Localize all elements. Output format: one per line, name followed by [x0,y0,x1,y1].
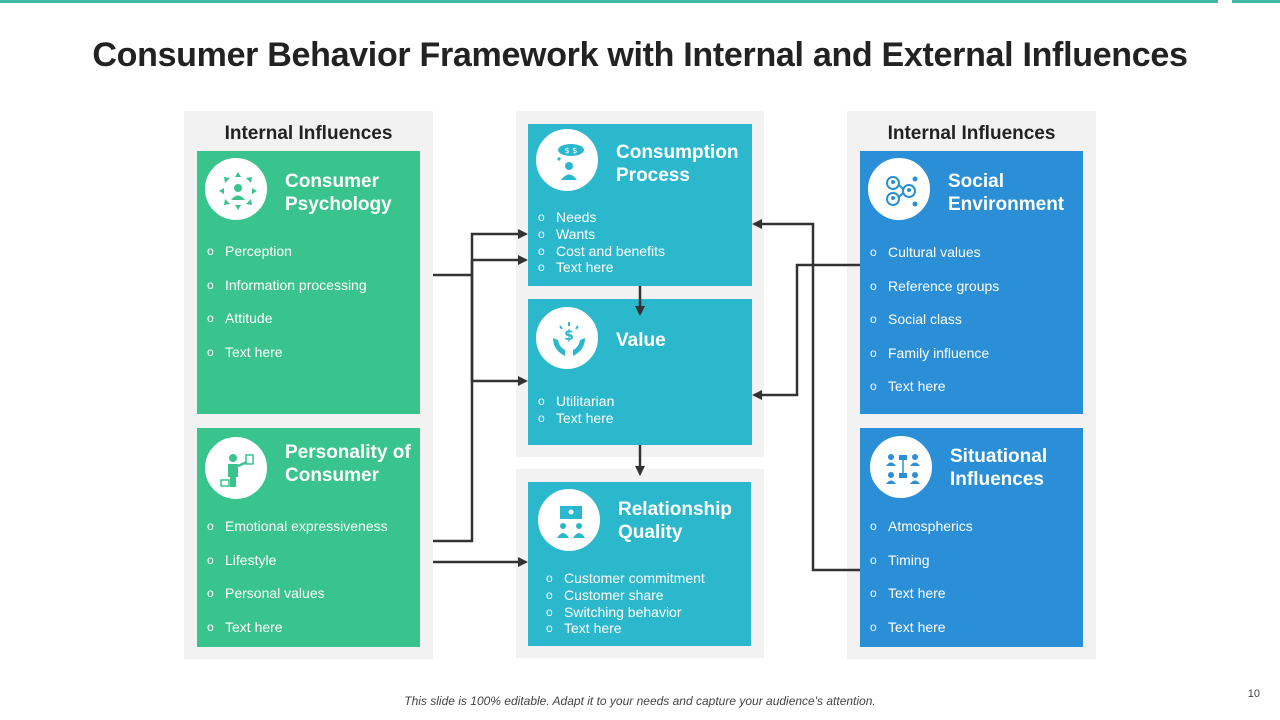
arrow-social-to-value [752,263,860,400]
slide-title: Consumer Behavior Framework with Interna… [92,36,1188,74]
list-item: Switching behavior [546,604,746,621]
card-value: $ Value Utilitarian Text here [528,299,752,445]
top-accent-bar [0,0,1218,3]
arrow-situational-to-consumption [752,219,860,572]
brain-arrows-icon [205,158,267,220]
arrow-psychology-to-consumption [433,229,528,277]
social-network-icon [868,158,930,220]
card-consumer-psychology: Consumer Psychology Perception Informati… [197,151,420,414]
team-meeting-icon [538,489,600,551]
list-item: Wants [538,226,743,243]
bullet-list: Needs Wants Cost and benefits Text here [538,209,743,276]
list-item: Text here [870,378,1075,412]
list-item: Utilitarian [538,393,743,410]
list-item: Timing [870,552,1075,586]
list-item: Cultural values [870,244,1075,278]
thinking-person-icon: $ $ [536,129,598,191]
arrow-personality-to-consumption [433,260,474,543]
list-item: Text here [207,619,412,653]
bullet-list: Emotional expressiveness Lifestyle Perso… [207,518,412,652]
page-number: 10 [1247,688,1260,700]
bullet-list: Customer commitment Customer share Switc… [546,570,746,637]
list-item: Social class [870,311,1075,345]
bullet-list: Atmospherics Timing Text here Text here [870,518,1075,652]
list-item: Text here [538,259,743,276]
list-item: Customer share [546,587,746,604]
list-item: Text here [538,410,743,427]
list-item: Family influence [870,345,1075,379]
left-panel-heading: Internal Influences [224,123,393,144]
list-item: Cost and benefits [538,243,743,260]
list-item: Attitude [207,310,412,344]
right-panel-heading: Internal Influences [887,123,1056,144]
list-item: Lifestyle [207,552,412,586]
list-item: Reference groups [870,278,1075,312]
svg-text:$: $ [564,328,574,344]
card-title: Value [616,330,666,351]
list-item: Emotional expressiveness [207,518,412,552]
card-title: Social Environment [948,171,1065,215]
hands-dollar-icon: $ [536,307,598,369]
list-item: Text here [207,344,412,378]
bullet-list: Utilitarian Text here [538,393,743,427]
list-item: Text here [546,620,746,637]
card-title: Relationship Quality [618,499,733,543]
list-item: Text here [870,619,1075,653]
bullet-list: Cultural values Reference groups Social … [870,244,1075,412]
card-title: Consumption Process [616,142,739,186]
card-personality-of-consumer: Personality of Consumer Emotional expres… [197,428,420,647]
svg-text:$ $: $ $ [565,146,578,155]
bullet-list: Perception Information processing Attitu… [207,243,412,377]
top-accent-bar-short [1232,0,1280,3]
list-item: Personal values [207,585,412,619]
card-title: Personality of Consumer [285,442,411,486]
people-connections-icon [870,436,932,498]
card-situational-influences: Situational Influences Atmospherics Timi… [860,428,1083,647]
card-consumption-process: $ $ Consumption Process Needs Wants Cost… [528,124,752,286]
card-relationship-quality: Relationship Quality Customer commitment… [528,482,751,646]
list-item: Customer commitment [546,570,746,587]
list-item: Needs [538,209,743,226]
list-item: Text here [870,585,1075,619]
card-title: Consumer Psychology [285,171,392,215]
card-title: Situational Influences [950,446,1048,490]
footer-note: This slide is 100% editable. Adapt it to… [404,694,876,708]
list-item: Information processing [207,277,412,311]
list-item: Perception [207,243,412,277]
card-social-environment: Social Environment Cultural values Refer… [860,151,1083,414]
person-presenting-icon [205,437,267,499]
list-item: Atmospherics [870,518,1075,552]
